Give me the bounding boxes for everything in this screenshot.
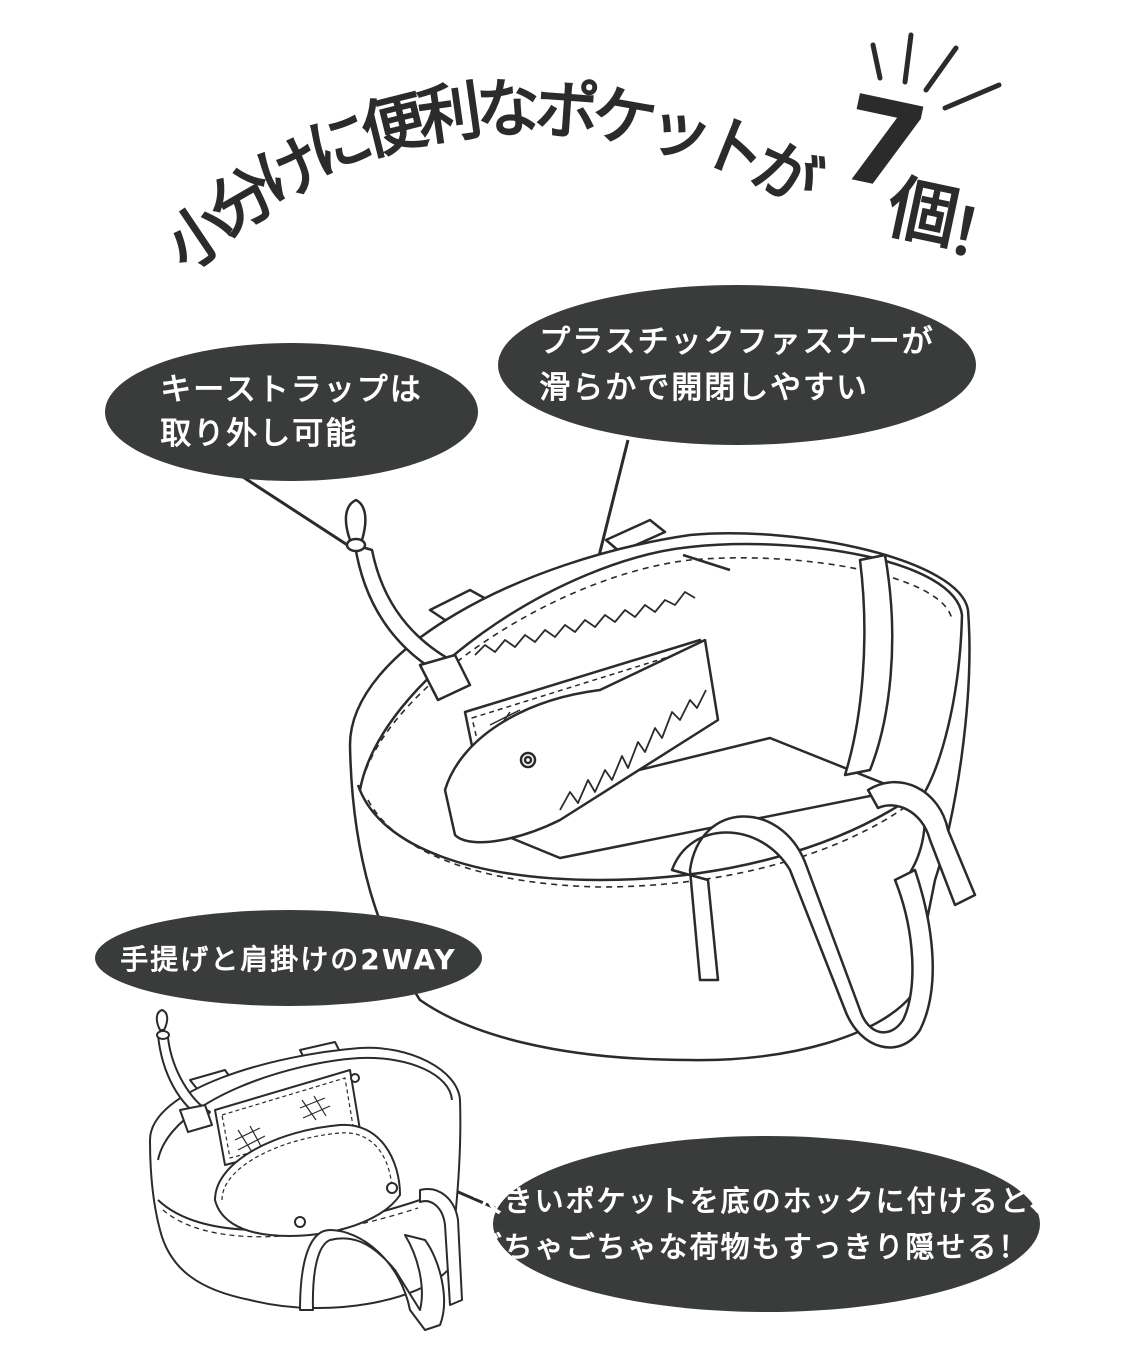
callout-line: プラスチックファスナーが	[539, 324, 935, 360]
callout-zipper: プラスチックファスナーが 滑らかで開閉しやすい	[498, 285, 976, 445]
callout-two-way: 手提げと肩掛けの2WAY	[95, 910, 482, 1006]
callout-line: 取り外し可能	[160, 416, 359, 452]
callout-key-strap: キーストラップは 取り外し可能	[105, 343, 478, 481]
emphasis-lines-icon	[870, 32, 1002, 111]
callout-line: 手提げと肩掛けの2WAY	[120, 943, 457, 976]
tote-bag-small	[149, 1009, 463, 1331]
tote-bag-large	[344, 498, 977, 1062]
callout-line: キーストラップは	[160, 372, 423, 408]
callout-big-pocket: 大きいポケットを底のホックに付けると、 ごちゃごちゃな荷物もすっきり隠せる！	[473, 1136, 1058, 1312]
callout-line: ごちゃごちゃな荷物もすっきり隠せる！	[472, 1230, 1030, 1264]
callout-line: 滑らかで開閉しやすい	[539, 370, 869, 406]
callout-line: 大きいポケットを底のホックに付けると、	[472, 1184, 1061, 1218]
headline-char: な	[474, 71, 542, 149]
headline-exclaim: ！	[941, 194, 1019, 280]
